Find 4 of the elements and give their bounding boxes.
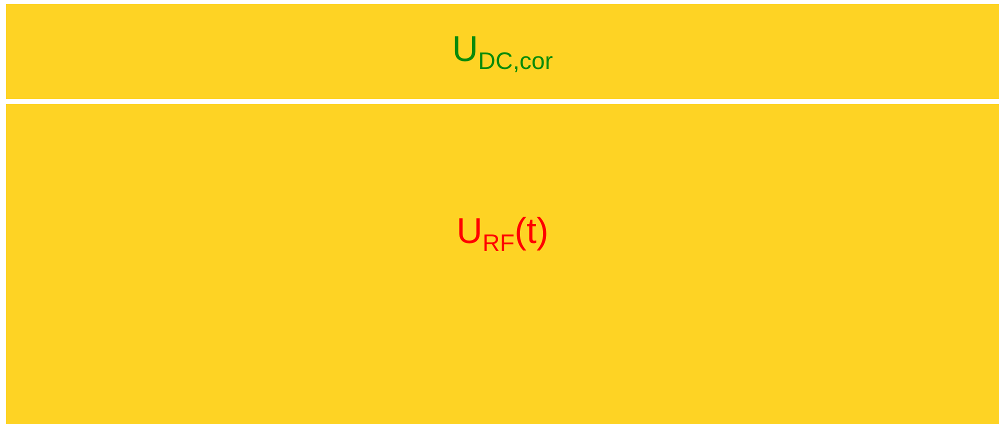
band — [6, 4, 999, 99]
band — [6, 104, 999, 424]
voltage-label: U$_{RF}$(t) — [456, 209, 548, 259]
voltage-label: U$_{DC,cor}$ — [452, 26, 553, 76]
